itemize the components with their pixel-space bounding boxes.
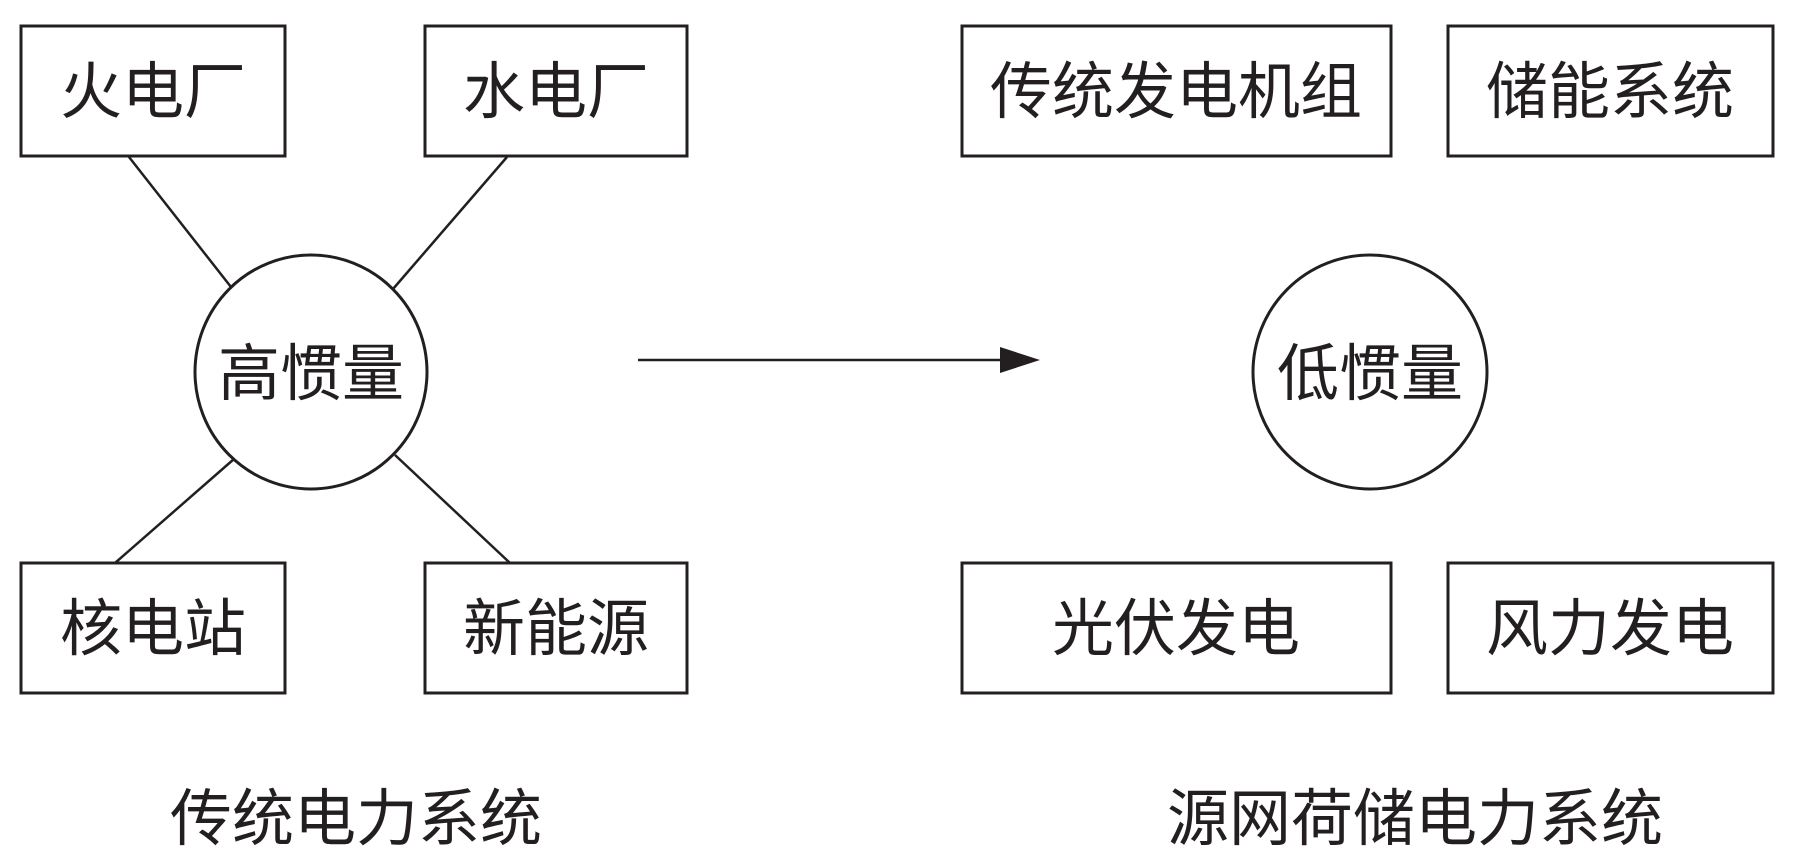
box-conventional-generators: 传统发电机组 bbox=[960, 24, 1393, 158]
node-high-inertia: 高惯量 bbox=[193, 253, 429, 491]
box-label: 火电厂 bbox=[60, 55, 246, 128]
box-label: 光伏发电 bbox=[1052, 592, 1300, 665]
connector-renewable bbox=[394, 454, 511, 564]
box-label: 储能系统 bbox=[1486, 55, 1734, 128]
box-label: 核电站 bbox=[60, 592, 246, 665]
box-photovoltaic: 光伏发电 bbox=[960, 561, 1393, 695]
node-label: 低惯量 bbox=[1277, 337, 1463, 410]
connector-nuclear bbox=[114, 458, 235, 564]
box-wind-power: 风力发电 bbox=[1446, 561, 1775, 695]
connector-hydro bbox=[392, 156, 508, 290]
box-label: 风力发电 bbox=[1486, 592, 1734, 665]
caption-traditional-system: 传统电力系统 bbox=[170, 782, 542, 855]
connector-thermal bbox=[128, 156, 232, 288]
right-arrow-icon bbox=[638, 347, 1040, 373]
box-energy-storage: 储能系统 bbox=[1446, 24, 1775, 158]
box-nuclear-plant: 核电站 bbox=[19, 561, 287, 695]
node-label: 高惯量 bbox=[218, 337, 404, 410]
box-new-energy: 新能源 bbox=[423, 561, 689, 695]
node-low-inertia: 低惯量 bbox=[1251, 253, 1489, 491]
box-label: 新能源 bbox=[463, 592, 649, 665]
box-hydro-plant: 水电厂 bbox=[423, 24, 689, 158]
box-label: 水电厂 bbox=[463, 55, 649, 128]
box-thermal-plant: 火电厂 bbox=[19, 24, 287, 158]
box-label: 传统发电机组 bbox=[990, 55, 1362, 128]
caption-source-grid-load-storage-system: 源网荷储电力系统 bbox=[1167, 782, 1663, 855]
